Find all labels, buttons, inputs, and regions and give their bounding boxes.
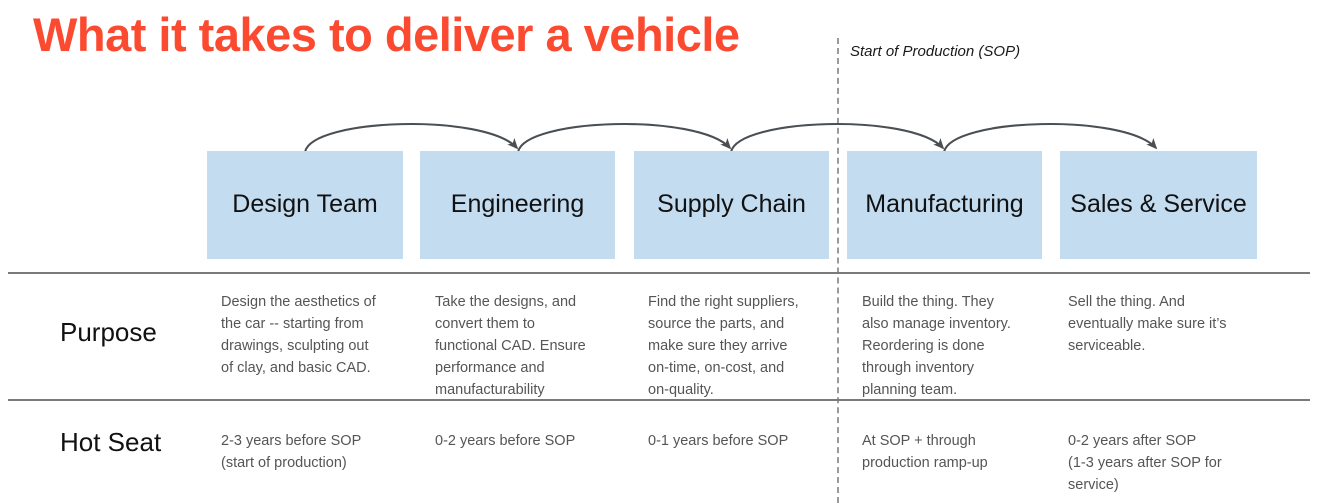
purpose-cell-supply-chain: Find the right suppliers, source the par… <box>648 294 799 399</box>
stage-label: Design Team <box>232 190 378 219</box>
row-divider-top <box>8 272 1310 274</box>
start-of-production-label: Start of Production (SOP) <box>850 43 1021 60</box>
stage-label: Sales & Service <box>1070 190 1247 219</box>
start-of-production-divider <box>837 38 839 503</box>
stage-box-manufacturing[interactable]: Manufacturing <box>847 151 1042 259</box>
hot-seat-cell-manufacturing: At SOP + through production ramp-up <box>862 433 988 472</box>
stage-label: Supply Chain <box>657 190 806 219</box>
row-label-hot-seat: Hot Seat <box>60 427 162 457</box>
stage-label: Engineering <box>450 190 585 219</box>
stage-box-engineering[interactable]: Engineering <box>420 151 615 259</box>
stage-box-sales-service[interactable]: Sales & Service <box>1060 151 1257 259</box>
page-title: What it takes to deliver a vehicle <box>33 8 740 61</box>
stage-box-supply-chain[interactable]: Supply Chain <box>634 151 829 259</box>
purpose-cell-engineering: Take the designs, and convert them to fu… <box>435 294 586 399</box>
hot-seat-cell-supply-chain: 0-1 years before SOP <box>648 433 789 449</box>
hot-seat-cell-engineering: 0-2 years before SOP <box>435 433 576 449</box>
purpose-cell-sales-service: Sell the thing. And eventually make sure… <box>1068 294 1227 355</box>
row-divider-middle <box>8 399 1310 401</box>
stage-box-design-team[interactable]: Design Team <box>207 151 403 259</box>
hot-seat-cell-sales-service: 0-2 years after SOP (1-3 years after SOP… <box>1068 433 1222 494</box>
stage-label: Manufacturing <box>865 190 1024 219</box>
hot-seat-cell-design-team: 2-3 years before SOP (start of productio… <box>221 433 362 472</box>
purpose-cell-design-team: Design the aesthetics of the car -- star… <box>221 294 376 377</box>
row-label-purpose: Purpose <box>60 317 157 347</box>
purpose-cell-manufacturing: Build the thing. They also manage invent… <box>862 294 1011 399</box>
